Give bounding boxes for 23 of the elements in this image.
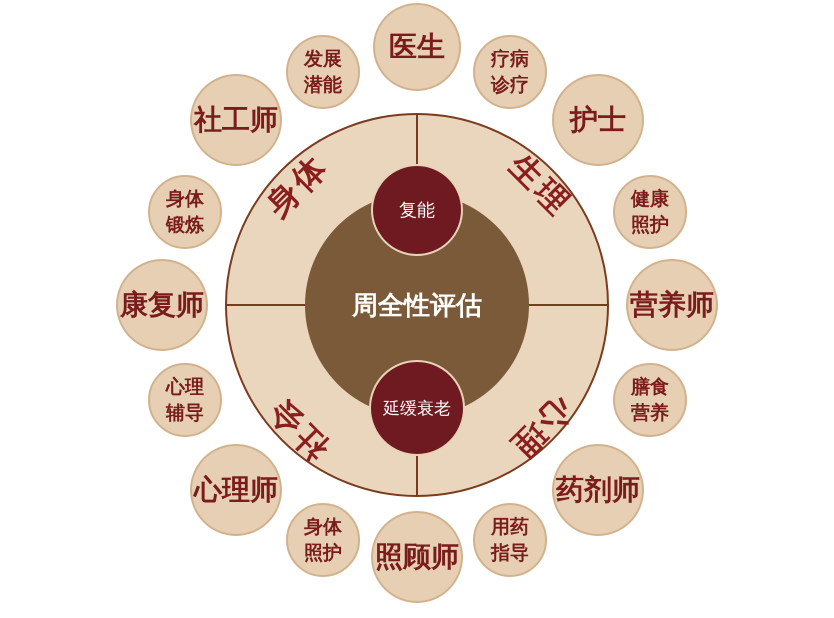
node-label: 发展潜能 — [302, 47, 343, 98]
quadrant-label: 心理 — [500, 388, 581, 469]
node-label: 健康照护 — [630, 187, 670, 238]
node-label: 用药指导 — [490, 515, 530, 566]
node-label: 心理师 — [192, 472, 279, 508]
quadrant-label: 生理 — [500, 145, 581, 226]
node-label: 医生 — [389, 29, 445, 65]
node-label: 复能 — [399, 199, 435, 222]
quadrant-label: 身体 — [257, 145, 338, 226]
node-label: 康复师 — [118, 287, 205, 323]
node-label: 周全性评估 — [352, 290, 482, 322]
node-label: 膳食营养 — [630, 375, 670, 426]
node-label: 社工师 — [192, 102, 279, 138]
node-label: 身体锻炼 — [164, 187, 206, 238]
node-label: 护士 — [570, 102, 626, 138]
node-label: 营养师 — [629, 287, 715, 323]
node-label: 心理辅导 — [164, 375, 205, 426]
node-label: 照顾师 — [374, 539, 460, 575]
node-label: 身体照护 — [303, 515, 343, 566]
node-label: 药剂师 — [555, 472, 641, 508]
node-label: 延缓衰老 — [383, 398, 451, 420]
quadrant-label: 社会 — [257, 388, 338, 469]
node-label: 疗病诊疗 — [490, 47, 530, 98]
